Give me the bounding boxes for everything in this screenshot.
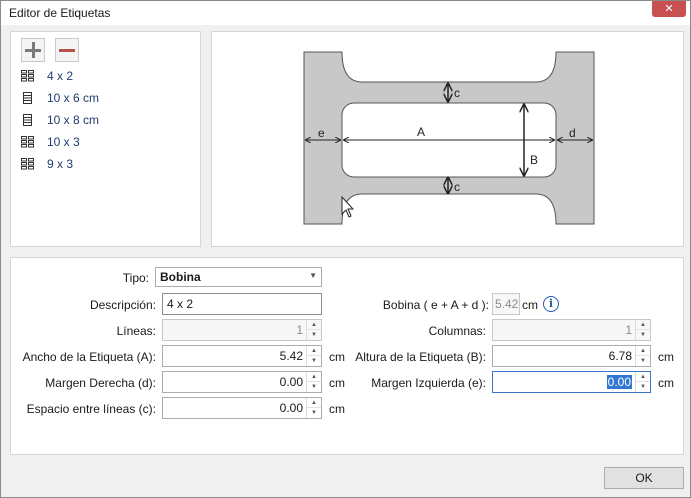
- grid-icon: [21, 136, 34, 148]
- lineas-label: Líneas:: [116, 324, 156, 338]
- columnas-stepper[interactable]: 1 ▲ ▼: [492, 319, 651, 341]
- grid-icon: [23, 114, 32, 126]
- dimension-e-label: e: [318, 126, 325, 140]
- list-item[interactable]: 4 x 2: [15, 65, 201, 87]
- add-label-button[interactable]: [21, 38, 45, 62]
- altura-unit: cm: [658, 350, 674, 364]
- ancho-value: 5.42: [279, 349, 303, 363]
- columnas-label: Columnas:: [428, 324, 486, 338]
- increment-icon[interactable]: ▲: [307, 320, 321, 330]
- list-item-label: 4 x 2: [47, 69, 74, 83]
- bobina-label: Bobina ( e + A + d ):: [382, 298, 489, 312]
- margen-derecha-label: Margen Derecha (d):: [45, 376, 156, 390]
- ancho-unit: cm: [329, 350, 345, 364]
- espacio-spinner: ▲ ▼: [306, 398, 321, 418]
- list-item[interactable]: 10 x 3: [15, 131, 201, 153]
- list-item[interactable]: 10 x 6 cm: [15, 87, 201, 109]
- espacio-label: Espacio entre líneas (c):: [26, 402, 156, 416]
- espacio-unit: cm: [329, 402, 345, 416]
- margen-derecha-stepper[interactable]: 0.00 ▲ ▼: [162, 371, 322, 393]
- columnas-spinner: ▲ ▼: [635, 320, 650, 340]
- dimension-c-top-label: c: [454, 86, 460, 100]
- tipo-value: Bobina: [160, 270, 201, 284]
- increment-icon[interactable]: ▲: [307, 372, 321, 382]
- bobina-value: 5.42: [495, 297, 519, 311]
- list-item-label: 10 x 3: [47, 135, 80, 149]
- label-list-panel: 4 x 2 10 x 6 cm 10 x 8 cm: [10, 31, 201, 247]
- remove-label-button[interactable]: [55, 38, 79, 62]
- grid-icon: [23, 92, 32, 104]
- increment-icon[interactable]: ▲: [636, 346, 650, 356]
- decrement-icon[interactable]: ▼: [640, 384, 646, 390]
- list-item-label: 10 x 8 cm: [47, 113, 100, 127]
- espacio-stepper[interactable]: 0.00 ▲ ▼: [162, 397, 322, 419]
- label-list: 4 x 2 10 x 6 cm 10 x 8 cm: [15, 65, 201, 175]
- list-item-label: 9 x 3: [47, 157, 74, 171]
- descripcion-value: 4 x 2: [167, 297, 194, 311]
- ancho-stepper[interactable]: 5.42 ▲ ▼: [162, 345, 322, 367]
- decrement-icon[interactable]: ▼: [311, 410, 317, 416]
- descripcion-input[interactable]: 4 x 2: [162, 293, 322, 315]
- list-item[interactable]: 10 x 8 cm: [15, 109, 201, 131]
- mouse-cursor-icon: [341, 195, 355, 218]
- espacio-value: 0.00: [279, 401, 303, 415]
- lineas-value: 1: [296, 323, 303, 337]
- columnas-value: 1: [625, 323, 632, 337]
- altura-stepper[interactable]: 6.78 ▲ ▼: [492, 345, 651, 367]
- info-icon[interactable]: i: [543, 296, 559, 312]
- lineas-stepper[interactable]: 1 ▲ ▼: [162, 319, 322, 341]
- close-button[interactable]: ✕: [652, 1, 686, 17]
- margen-derecha-value: 0.00: [279, 375, 303, 389]
- decrement-icon[interactable]: ▼: [640, 332, 646, 338]
- margen-izquierda-spinner: ▲ ▼: [635, 372, 650, 392]
- altura-label: Altura de la Etiqueta (B):: [355, 350, 486, 364]
- bobina-unit: cm: [522, 298, 538, 312]
- title-bar: Editor de Etiquetas ✕: [1, 1, 690, 25]
- label-diagram-panel: A B e d c c: [211, 31, 684, 247]
- dimension-c-bottom-label: c: [454, 180, 460, 194]
- bobina-value-box: 5.42: [492, 293, 520, 315]
- altura-spinner: ▲ ▼: [635, 346, 650, 366]
- list-item-label: 10 x 6 cm: [47, 91, 100, 105]
- margen-izquierda-stepper[interactable]: 0.00 ▲ ▼: [492, 371, 651, 393]
- altura-value: 6.78: [608, 349, 632, 363]
- label-diagram: A B e d c c: [303, 51, 595, 225]
- properties-panel: Tipo: Bobina ▼ Descripción: 4 x 2 Bobina…: [10, 257, 684, 455]
- lineas-spinner: ▲ ▼: [306, 320, 321, 340]
- ancho-spinner: ▲ ▼: [306, 346, 321, 366]
- margen-izquierda-label: Margen Izquierda (e):: [371, 376, 486, 390]
- grid-icon: [21, 158, 34, 170]
- increment-icon[interactable]: ▲: [307, 398, 321, 408]
- decrement-icon[interactable]: ▼: [311, 358, 317, 364]
- margen-izquierda-value: 0.00: [606, 375, 632, 389]
- window-title: Editor de Etiquetas: [9, 6, 111, 20]
- list-item[interactable]: 9 x 3: [15, 153, 201, 175]
- tipo-select[interactable]: Bobina ▼: [155, 267, 322, 287]
- decrement-icon[interactable]: ▼: [311, 332, 317, 338]
- dimension-a-label: A: [417, 125, 425, 139]
- chevron-down-icon: ▼: [309, 271, 317, 280]
- margen-derecha-spinner: ▲ ▼: [306, 372, 321, 392]
- descripcion-label: Descripción:: [89, 298, 156, 312]
- dimension-d-label: d: [569, 126, 576, 140]
- ancho-label: Ancho de la Etiqueta (A):: [22, 350, 156, 364]
- increment-icon[interactable]: ▲: [636, 372, 650, 382]
- margen-derecha-unit: cm: [329, 376, 345, 390]
- increment-icon[interactable]: ▲: [636, 320, 650, 330]
- tipo-label: Tipo:: [122, 271, 149, 285]
- margen-izquierda-unit: cm: [658, 376, 674, 390]
- grid-icon: [21, 70, 34, 82]
- ok-button[interactable]: OK: [604, 467, 684, 489]
- increment-icon[interactable]: ▲: [307, 346, 321, 356]
- decrement-icon[interactable]: ▼: [311, 384, 317, 390]
- dimension-b-label: B: [530, 153, 538, 167]
- decrement-icon[interactable]: ▼: [640, 358, 646, 364]
